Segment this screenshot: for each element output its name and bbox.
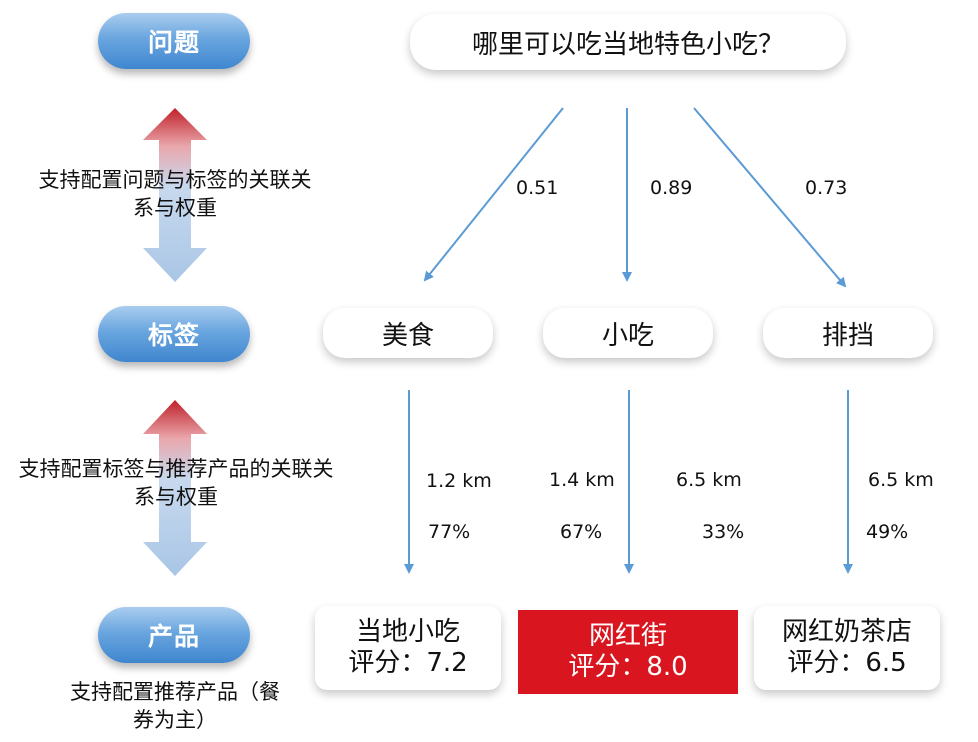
tag-product-double-arrow <box>143 400 207 576</box>
level-product-pill: 产品 <box>98 607 250 663</box>
level-product-label: 产品 <box>147 622 200 651</box>
arrow-question-to-food <box>423 107 564 282</box>
product-score: 评分：7.2 <box>348 648 468 678</box>
product-card-internet-street: 网红街 评分：8.0 <box>518 610 738 694</box>
link-percent-1: 77% <box>428 521 471 543</box>
weight-stall: 0.73 <box>805 177 848 199</box>
weight-food: 0.51 <box>516 177 559 199</box>
product-score: 评分：8.0 <box>568 652 688 682</box>
note-product: 支持配置推荐产品（餐券为主） <box>70 680 280 732</box>
link-distance-1: 1.2 km <box>426 470 492 492</box>
link-percent-3: 33% <box>702 521 745 543</box>
product-name: 网红街 <box>588 621 667 651</box>
question-text: 哪里可以吃当地特色小吃？ <box>471 29 784 60</box>
tag-food-label: 美食 <box>381 320 434 351</box>
weight-snack: 0.89 <box>650 177 693 199</box>
link-distance-2: 1.4 km <box>549 469 615 491</box>
question-bubble: 哪里可以吃当地特色小吃？ <box>410 14 846 70</box>
link-distance-3: 6.5 km <box>676 469 742 491</box>
product-name: 当地小吃 <box>355 617 460 647</box>
link-percent-4: 49% <box>866 521 909 543</box>
tag-snack: 小吃 <box>543 308 713 358</box>
tag-snack-label: 小吃 <box>601 320 654 351</box>
product-name: 网红奶茶店 <box>781 617 912 647</box>
question-tag-double-arrow <box>143 108 207 282</box>
tag-stall: 排挡 <box>763 308 933 358</box>
note-question-tag: 支持配置问题与标签的关联关系与权重 <box>38 168 312 220</box>
link-percent-2: 67% <box>560 521 603 543</box>
product-card-milk-tea-shop: 网红奶茶店 评分：6.5 <box>754 606 940 690</box>
arrow-question-to-stall <box>693 107 847 288</box>
level-tag-label: 标签 <box>147 321 200 350</box>
level-question-label: 问题 <box>147 28 200 57</box>
product-score: 评分：6.5 <box>787 648 907 678</box>
level-question-pill: 问题 <box>98 13 250 69</box>
note-tag-product: 支持配置标签与推荐产品的关联关系与权重 <box>18 457 334 509</box>
level-tag-pill: 标签 <box>98 306 250 362</box>
tag-food: 美食 <box>323 308 493 358</box>
link-distance-4: 6.5 km <box>868 469 934 491</box>
tag-stall-label: 排挡 <box>821 320 874 351</box>
product-card-local-snack: 当地小吃 评分：7.2 <box>315 606 501 690</box>
